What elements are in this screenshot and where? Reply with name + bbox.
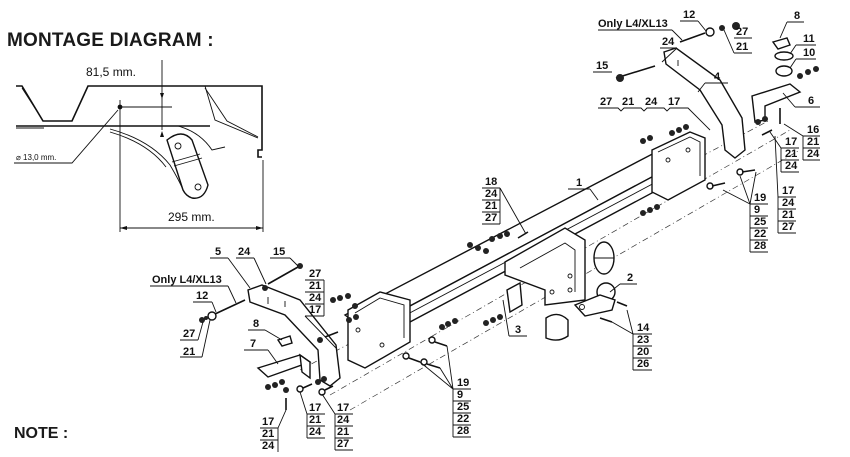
callout-27-l12: 27 <box>183 328 195 340</box>
stack-17b: 17 24 21 27 <box>774 135 796 234</box>
callout-27-r12: 27 <box>736 26 748 38</box>
hole-diameter-label: ⌀ 13,0 mm. <box>16 153 56 162</box>
svg-text:27: 27 <box>309 268 321 280</box>
svg-text:24: 24 <box>485 188 498 200</box>
callout-8-right: 8 <box>794 10 800 22</box>
callout-24-right: 24 <box>662 36 675 48</box>
right-arm <box>663 47 746 159</box>
callout-7: 7 <box>250 338 256 350</box>
chassis-inset: 81,5 mm. ⌀ 13,0 mm. 295 mm. <box>14 60 264 232</box>
callout-5: 5 <box>215 246 221 258</box>
callout-21-l12: 21 <box>183 346 195 358</box>
callout-only-left: Only L4/XL13 <box>152 274 222 286</box>
stack-17-bl1: 17 21 24 <box>260 409 287 452</box>
svg-text:16: 16 <box>807 124 819 136</box>
svg-text:24: 24 <box>807 148 820 160</box>
callout-6: 6 <box>808 95 814 107</box>
callout-15-right: 15 <box>596 60 608 72</box>
svg-text:17: 17 <box>309 402 321 414</box>
stack-17-bl3: 17 24 21 27 <box>321 393 353 451</box>
callout-11: 11 <box>803 33 815 45</box>
svg-text:21: 21 <box>782 209 794 221</box>
callout-12-left: 12 <box>196 290 208 302</box>
svg-text:25: 25 <box>457 401 469 413</box>
callout-labels: Only L4/XL13 12 27 21 24 15 4 8 11 10 6 … <box>150 9 820 452</box>
svg-text:23: 23 <box>637 334 649 346</box>
svg-text:17: 17 <box>785 136 797 148</box>
svg-text:21: 21 <box>309 414 321 426</box>
svg-text:27: 27 <box>782 221 794 233</box>
svg-text:17: 17 <box>309 304 321 316</box>
callout-only-right: Only L4/XL13 <box>598 18 668 30</box>
svg-text:17: 17 <box>337 402 349 414</box>
stack-17-bl2: 17 21 24 <box>299 391 325 439</box>
svg-text:24: 24 <box>309 292 322 304</box>
svg-text:19: 19 <box>754 192 766 204</box>
svg-text:26: 26 <box>637 358 649 370</box>
callout-1: 1 <box>576 177 582 189</box>
svg-text:22: 22 <box>754 228 766 240</box>
stack-19-right: 19 9 25 22 28 <box>722 171 768 253</box>
socket-cover <box>545 313 569 341</box>
svg-text:19: 19 <box>457 377 469 389</box>
svg-text:21: 21 <box>309 280 321 292</box>
center-bracket <box>504 227 586 306</box>
callout-24-left: 24 <box>238 246 251 258</box>
svg-text:21: 21 <box>622 96 634 108</box>
svg-text:18: 18 <box>485 176 497 188</box>
svg-text:24: 24 <box>262 440 275 452</box>
offset-dimension-label: 81,5 mm. <box>86 65 136 79</box>
page-title: MONTAGE DIAGRAM : <box>7 30 214 51</box>
callout-12-right: 12 <box>683 9 695 21</box>
stack-17a: 17 21 24 <box>769 131 799 173</box>
svg-text:24: 24 <box>337 414 350 426</box>
stack-16: 16 21 24 <box>783 123 820 161</box>
svg-text:22: 22 <box>457 413 469 425</box>
svg-text:21: 21 <box>807 136 819 148</box>
stack-19-mid: 19 9 25 22 28 <box>419 345 471 438</box>
towbar-assembly <box>199 22 819 411</box>
stack-18: 18 24 21 27 <box>482 176 527 235</box>
svg-text:24: 24 <box>782 197 795 209</box>
svg-text:24: 24 <box>645 96 658 108</box>
callout-15-left: 15 <box>273 246 285 258</box>
callout-4: 4 <box>714 71 721 83</box>
stack-14: 14 23 20 26 <box>611 309 652 371</box>
svg-text:27: 27 <box>337 438 349 450</box>
svg-text:21: 21 <box>337 426 349 438</box>
callout-8-left: 8 <box>253 318 259 330</box>
svg-text:14: 14 <box>637 322 650 334</box>
svg-text:28: 28 <box>754 240 766 252</box>
callout-3: 3 <box>515 324 521 336</box>
svg-text:17: 17 <box>262 416 274 428</box>
svg-text:9: 9 <box>754 204 760 216</box>
callout-10: 10 <box>803 47 815 59</box>
stack-top-row: 27 21 24 17 <box>598 96 711 131</box>
note-label: NOTE : <box>14 425 69 442</box>
left-arm <box>247 284 341 387</box>
svg-text:21: 21 <box>485 200 497 212</box>
svg-text:20: 20 <box>637 346 649 358</box>
callout-2: 2 <box>627 272 633 284</box>
svg-text:17: 17 <box>782 185 794 197</box>
svg-text:24: 24 <box>309 426 322 438</box>
svg-text:9: 9 <box>457 389 463 401</box>
svg-text:21: 21 <box>262 428 274 440</box>
svg-text:24: 24 <box>785 160 798 172</box>
svg-text:28: 28 <box>457 425 469 437</box>
svg-text:17: 17 <box>668 96 680 108</box>
svg-text:25: 25 <box>754 216 766 228</box>
svg-text:27: 27 <box>600 96 612 108</box>
length-dimension-label: 295 mm. <box>168 210 215 224</box>
svg-text:21: 21 <box>785 148 797 160</box>
svg-text:27: 27 <box>485 212 497 224</box>
callout-21-r12: 21 <box>736 41 748 53</box>
stack-27-left: 27 21 24 17 <box>304 268 337 349</box>
